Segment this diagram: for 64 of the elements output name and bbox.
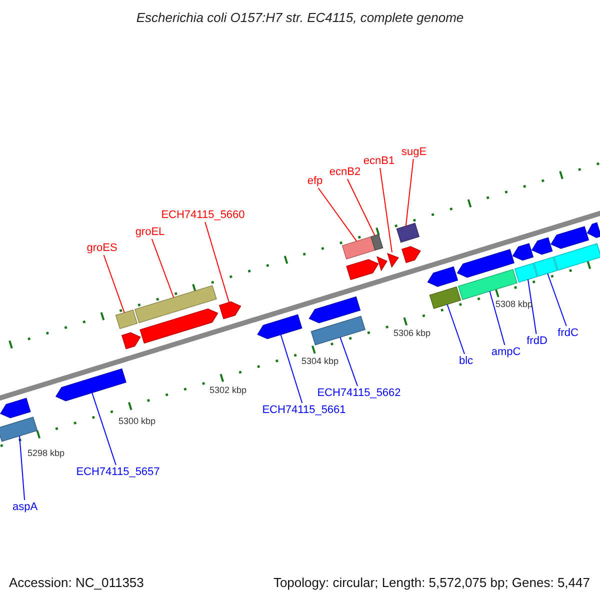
gene-box — [342, 236, 376, 260]
title: Escherichia coli O157:H7 str. EC4115, complete genome — [136, 10, 464, 25]
leader-line — [380, 168, 392, 253]
leader-line — [92, 392, 116, 466]
leader-line — [280, 334, 303, 404]
gene-label: aspA — [12, 501, 38, 513]
gene-feature — [456, 249, 514, 278]
gene-label: sugE — [401, 146, 427, 158]
gene-box — [134, 285, 217, 324]
gene-box — [370, 234, 384, 251]
gene-label: ecnB1 — [363, 155, 395, 167]
gene-feature — [121, 332, 141, 350]
footer-text: Accession: NC_011353 — [9, 574, 144, 590]
leader-line — [19, 435, 26, 500]
leader-line — [446, 304, 465, 354]
gene-feature — [531, 237, 553, 255]
gene-feature — [586, 222, 600, 238]
gene-feature — [140, 308, 218, 344]
gene-box — [115, 310, 138, 330]
leader-line — [346, 178, 376, 236]
gene-label: groES — [86, 242, 118, 254]
leader-line — [151, 238, 174, 298]
gene-feature — [376, 256, 388, 272]
leader-line — [405, 158, 414, 227]
gene-feature — [387, 252, 399, 268]
gene-label: blc — [458, 355, 474, 367]
gene-box — [533, 256, 558, 277]
gene-box — [458, 269, 518, 300]
gene-feature — [512, 243, 534, 261]
gene-label: ampC — [491, 346, 521, 358]
gene-feature — [0, 398, 31, 418]
leader-line — [489, 290, 506, 346]
leader-line — [547, 272, 567, 326]
leader-line — [340, 336, 358, 386]
leader-line — [528, 279, 537, 334]
gene-label: efp — [307, 175, 323, 187]
gene-feature — [308, 296, 361, 324]
gene-box — [429, 286, 462, 309]
leader-line — [318, 188, 358, 242]
scale-label: 5298 kbp — [27, 448, 65, 458]
gene-box — [396, 222, 420, 243]
gene-box — [0, 416, 38, 442]
scale-label: 5300 kbp — [118, 416, 156, 426]
gene-label: groEL — [135, 226, 165, 238]
gene-feature — [402, 246, 421, 264]
scale-label: 5306 kbp — [393, 328, 431, 338]
gene-label: ECH74115_5657 — [76, 466, 160, 478]
gene-box — [310, 316, 366, 346]
gene-feature — [218, 301, 242, 320]
scale-label: 5302 kbp — [209, 385, 247, 395]
gene-box — [514, 262, 538, 283]
gene-feature — [427, 266, 458, 287]
gene-feature — [55, 368, 126, 402]
gene-label: frdD — [526, 335, 548, 347]
gene-label: ECH74115_5662 — [317, 387, 401, 399]
leader-line — [103, 254, 125, 314]
footer-text: Topology: circular; Length: 5,572,075 bp; Genes: 5,447 — [273, 574, 590, 590]
gene-label: frdC — [558, 327, 578, 339]
scale-label: 5304 kbp — [301, 356, 339, 366]
gene-label: ecnB2 — [329, 166, 361, 178]
gene-label: ECH74115_5660 — [161, 209, 245, 221]
leader-line — [204, 222, 230, 303]
gene-feature — [257, 314, 302, 340]
gene-label: ECH74115_5661 — [262, 404, 346, 416]
